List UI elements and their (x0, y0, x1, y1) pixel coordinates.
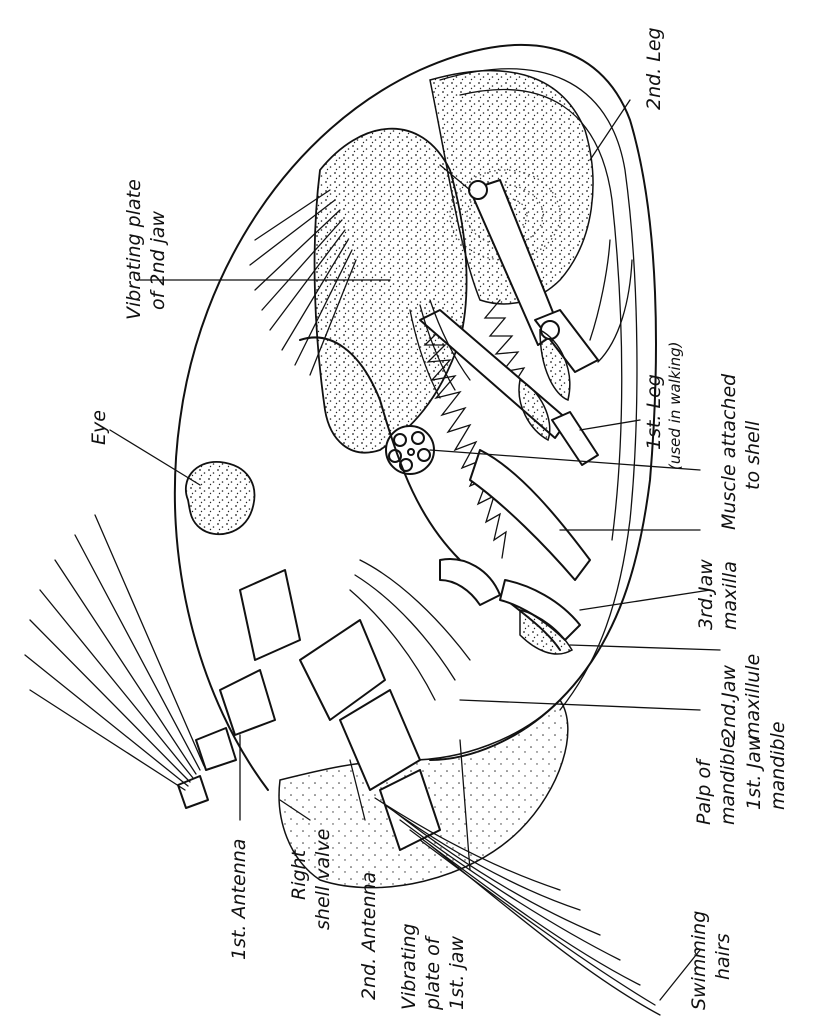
label-swimming-hairs: Swimming hairs (688, 911, 734, 1010)
svg-text:1st. Antenna: 1st. Antenna (228, 839, 250, 960)
svg-text:plate of: plate of (422, 934, 444, 1011)
svg-text:maxilla: maxilla (719, 561, 741, 630)
svg-text:Swimming: Swimming (688, 911, 710, 1010)
muscle-scar (386, 426, 434, 474)
svg-text:maxillule: maxillule (742, 654, 764, 740)
label-second-jaw: 2nd.Jaw maxillule (718, 654, 764, 740)
svg-text:of 2nd jaw: of 2nd jaw (147, 210, 169, 310)
label-vib-plate-1st-jaw: Vibrating plate of 1st. jaw (398, 923, 468, 1011)
label-first-antenna: 1st. Antenna (228, 839, 250, 960)
vibrating-plate-2nd-jaw (315, 129, 467, 453)
svg-text:Eye: Eye (88, 410, 110, 445)
svg-text:1st. Leg: 1st. Leg (643, 374, 665, 450)
eye (186, 462, 255, 534)
label-third-jaw: 3rd.Jaw maxilla (695, 559, 741, 630)
svg-text:2nd. Antenna: 2nd. Antenna (358, 872, 380, 1000)
svg-text:2nd.Jaw: 2nd.Jaw (718, 665, 740, 740)
mouthparts (440, 559, 580, 654)
svg-text:1st. jaw: 1st. jaw (446, 936, 468, 1010)
svg-text:mandible: mandible (717, 736, 739, 825)
label-palp: Palp of mandible (693, 736, 739, 825)
svg-text:shell valve: shell valve (312, 829, 334, 930)
svg-text:2nd. Leg: 2nd. Leg (643, 27, 665, 110)
svg-text:to shell: to shell (742, 420, 764, 490)
svg-text:1st. Jaw: 1st. Jaw (743, 735, 765, 810)
label-vibrating-plate-2nd-jaw: Vibrating plate of 2nd jaw (123, 179, 169, 320)
svg-text:Palp of: Palp of (693, 757, 715, 825)
label-first-leg-note: (used in walking) (666, 342, 684, 471)
svg-text:3rd.Jaw: 3rd.Jaw (695, 559, 717, 630)
first-antenna (25, 515, 300, 808)
label-muscle: Muscle attached to shell (718, 373, 764, 530)
svg-text:hairs: hairs (712, 933, 734, 980)
svg-text:Vibrating: Vibrating (398, 923, 420, 1010)
label-second-leg: 2nd. Leg (643, 27, 665, 110)
svg-text:Vibrating plate: Vibrating plate (123, 179, 145, 320)
svg-text:mandible: mandible (767, 721, 789, 810)
svg-text:(used in walking): (used in walking) (666, 342, 684, 471)
label-first-leg: 1st. Leg (643, 374, 665, 450)
svg-text:Right: Right (288, 848, 310, 900)
label-second-antenna: 2nd. Antenna (358, 872, 380, 1000)
label-eye: Eye (88, 410, 110, 445)
svg-text:Muscle attached: Muscle attached (718, 373, 740, 530)
